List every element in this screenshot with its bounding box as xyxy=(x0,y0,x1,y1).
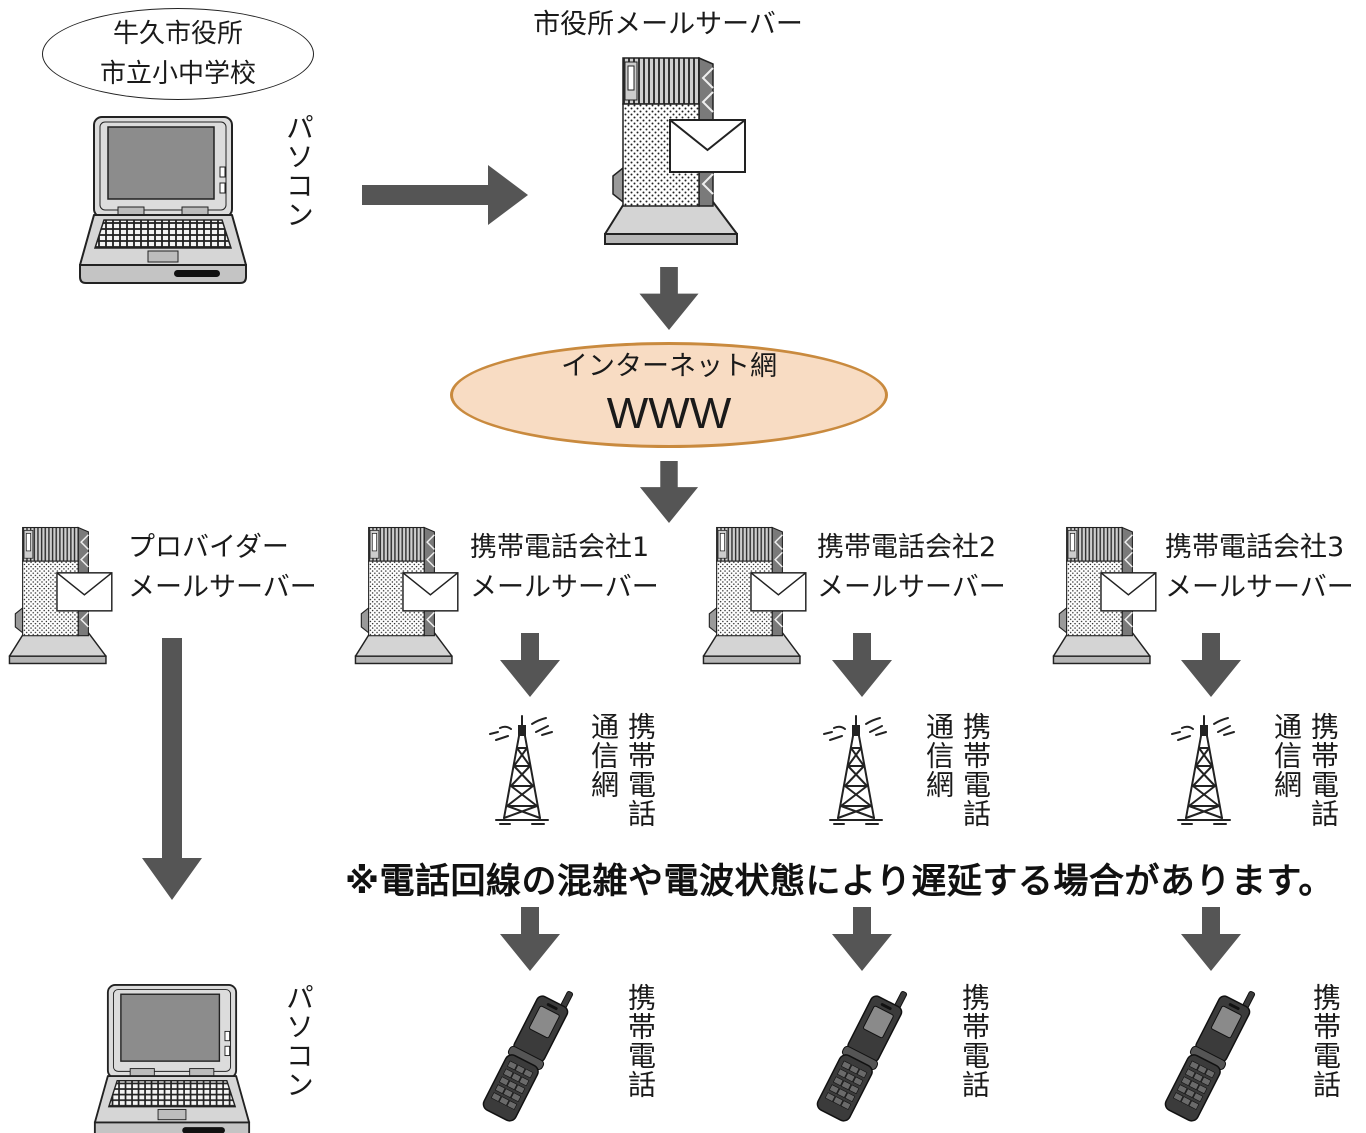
arrow-down-icon xyxy=(639,267,699,330)
sender-org-ellipse: 牛久市役所 市立小中学校 xyxy=(42,8,314,100)
arrow-down-long-icon xyxy=(142,638,202,900)
flip-phone-icon xyxy=(813,983,910,1125)
carrier-server-label: メールサーバー xyxy=(1165,572,1354,603)
carrier-name: 携帯電話会社2 xyxy=(817,532,997,563)
arrow-down-icon xyxy=(1181,633,1241,697)
radio-tower-icon xyxy=(1171,715,1235,825)
city-server-title: 市役所メールサーバー xyxy=(533,9,803,40)
sender-org-line2: 市立小中学校 xyxy=(99,59,256,89)
receiver-device-label: パソコン xyxy=(282,983,315,1099)
laptop-icon xyxy=(93,983,251,1133)
laptop-icon xyxy=(79,116,247,284)
sender-org-line1: 牛久市役所 xyxy=(112,19,243,49)
network-label-col2: 通信網 xyxy=(587,712,620,799)
mail-server-icon xyxy=(604,57,746,245)
network-label-col1: 携帯電話 xyxy=(624,712,657,828)
carrier-name: 携帯電話会社1 xyxy=(470,532,650,563)
phone-device-label: 携帯電話 xyxy=(624,983,657,1099)
sender-device-label: パソコン xyxy=(282,113,315,229)
mail-server-icon xyxy=(1052,526,1157,665)
flip-phone-icon xyxy=(479,983,576,1125)
phone-device-label: 携帯電話 xyxy=(958,983,991,1099)
internet-www: WWW xyxy=(606,389,732,438)
arrow-down-icon xyxy=(832,633,892,697)
arrow-down-icon xyxy=(500,907,560,971)
radio-tower-icon xyxy=(489,715,553,825)
provider-line1: プロバイダー xyxy=(128,532,289,563)
arrow-down-icon xyxy=(500,633,560,697)
receiver-laptop-frame xyxy=(93,983,253,1133)
arrow-down-icon xyxy=(639,461,699,523)
network-label-col1: 携帯電話 xyxy=(959,712,992,828)
arrow-down-icon xyxy=(1181,907,1241,971)
mail-server-icon xyxy=(702,526,807,665)
carrier-server-label: メールサーバー xyxy=(470,572,659,603)
carrier-server-label: メールサーバー xyxy=(817,572,1006,603)
arrow-right-icon xyxy=(362,165,528,225)
internet-label: インターネット網 xyxy=(561,351,777,382)
flip-phone-icon xyxy=(1161,983,1258,1125)
carrier-name: 携帯電話会社3 xyxy=(1165,532,1345,563)
radio-tower-icon xyxy=(823,715,887,825)
provider-line2: メールサーバー xyxy=(128,572,317,603)
network-label-col2: 通信網 xyxy=(922,712,955,799)
phone-device-label: 携帯電話 xyxy=(1309,983,1342,1099)
mail-server-icon xyxy=(354,526,459,665)
arrow-down-icon xyxy=(832,907,892,971)
network-label-col1: 携帯電話 xyxy=(1307,712,1340,828)
mail-server-icon xyxy=(8,526,113,665)
network-label-col2: 通信網 xyxy=(1270,712,1303,799)
delay-note: ※電話回線の混雑や電波状態により遅延する場合があります。 xyxy=(345,862,1334,902)
internet-ellipse: インターネット網 WWW xyxy=(450,342,888,448)
